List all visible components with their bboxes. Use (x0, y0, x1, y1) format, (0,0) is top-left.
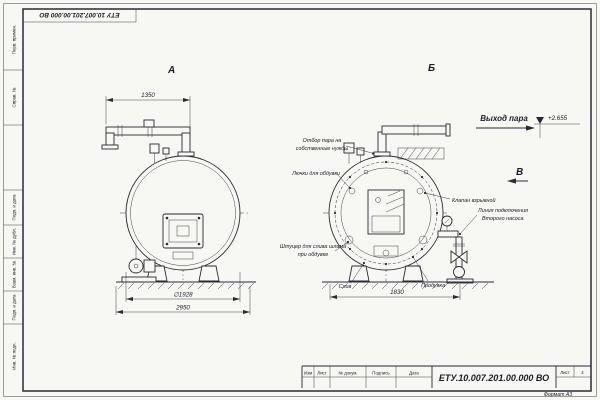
feed-piping-b (437, 215, 474, 284)
boiler-b-shell (328, 155, 444, 271)
dim-2950-text: 2950 (175, 305, 190, 312)
col-sign: Подпись (372, 371, 390, 376)
col-list: Лист (317, 371, 327, 376)
steam-pipe-b (373, 123, 451, 157)
dimension-top-width: 1350 (105, 92, 191, 130)
stamp-label: Взам. инв. № (12, 261, 17, 288)
view-a-label: А (167, 65, 175, 76)
ash-door-a (172, 251, 194, 260)
explosion-valve-label: Клапан взрывной (452, 197, 496, 204)
shell-fittings-a (149, 143, 170, 163)
pump-line-label-2: Второго насоса (482, 216, 523, 222)
stamp-label: Подп. и дата (12, 194, 17, 220)
nozzles-b (344, 169, 428, 257)
steam-outlet-callout: Выход пара (476, 114, 535, 131)
dim-1350-text: 1350 (141, 92, 155, 99)
sheet-frame: Перв. примен. Справ. № Подп. и дата Инв.… (3, 3, 597, 397)
own-needs-callout: Отбор пара на собственные нужды (296, 138, 375, 155)
dim-1928-text: ∅1928 (173, 292, 193, 299)
hatches-callout: Лючки для обдувки (291, 171, 352, 190)
view-a: А (101, 65, 256, 315)
sheet-word: Лист (560, 370, 570, 375)
col-date: Дата (409, 371, 419, 376)
steam-outlet-label: Выход пара (480, 114, 528, 123)
stamp-label: Инв. № подл. (12, 342, 17, 369)
dimension-base-width: 1830 (329, 284, 461, 300)
pump-a (121, 246, 157, 283)
blowdown-label: Продувка (421, 283, 445, 289)
view-b: Б (280, 63, 580, 300)
steam-pipe-a (101, 119, 195, 157)
elevation-text: +2.655 (548, 115, 568, 122)
dimension-overall-length: 2950 (115, 286, 251, 315)
dim-1830-text: 1830 (390, 289, 404, 296)
sludge-label-2: при обдувке (298, 252, 329, 258)
stamp-label: Подп. и дата (12, 294, 17, 320)
flipped-doc-number-box: ЕТУ 10.007.201.00.000 ВО (22, 8, 137, 23)
saddle-supports-a (146, 265, 220, 282)
elevation-mark: +2.655 (534, 115, 580, 138)
flipped-doc-number: ЕТУ 10.007.201.00.000 ВО (39, 11, 119, 18)
left-stamp-column: Перв. примен. Справ. № Подп. и дата Инв.… (3, 25, 23, 370)
explosion-valve-callout: Клапан взрывной (423, 191, 496, 204)
valve-symbol (450, 250, 460, 264)
ground-b (321, 281, 494, 290)
platform-grating-b (397, 147, 445, 160)
stamp-label: Инв. № дубл. (12, 228, 17, 255)
sludge-label-1: Штуцер для слива шлама (280, 244, 346, 250)
ground-a (116, 281, 256, 290)
dimension-diameter: ∅1928 (125, 272, 241, 302)
col-doc: № докум. (338, 371, 357, 376)
title-block: Изм Лист № докум. Подпись Дата ЕТУ.10.00… (301, 365, 591, 398)
stamp-label: Справ. № (12, 87, 17, 107)
boiler-a-door (162, 213, 204, 260)
drain-callout: Слив (339, 261, 366, 290)
stamp-label: Перв. примен. (12, 25, 17, 54)
doc-number: ЕТУ.10.007.201.00.000 ВО (439, 373, 549, 383)
own-needs-label-1: Отбор пара на (303, 138, 342, 144)
saddle-supports-b (348, 265, 424, 282)
drain-label: Слив (339, 284, 352, 290)
pump-line-callout: Линия подключения Второго насоса (458, 208, 528, 236)
col-izm: Изм (304, 371, 312, 376)
view-v-marker: В (507, 167, 528, 184)
sheet-number: 2 (581, 370, 584, 375)
second-pump (453, 266, 465, 278)
sludge-callout: Штуцер для слива шлама при обдувке (280, 240, 350, 258)
format-label: Формат А3 (544, 392, 572, 398)
view-v-label: В (516, 167, 523, 178)
furnace-opening-b (367, 189, 405, 257)
own-needs-label-2: собственные нужды (296, 146, 348, 152)
pipe-valve-a (143, 119, 155, 128)
boiler-a-shell (125, 155, 241, 271)
view-b-label: Б (428, 63, 435, 74)
hatches-label: Лючки для обдувки (291, 171, 340, 177)
pump-line-label-1: Линия подключения (477, 208, 528, 214)
flange-bolts (333, 160, 439, 266)
blowdown-callout: Продувка (411, 255, 445, 289)
